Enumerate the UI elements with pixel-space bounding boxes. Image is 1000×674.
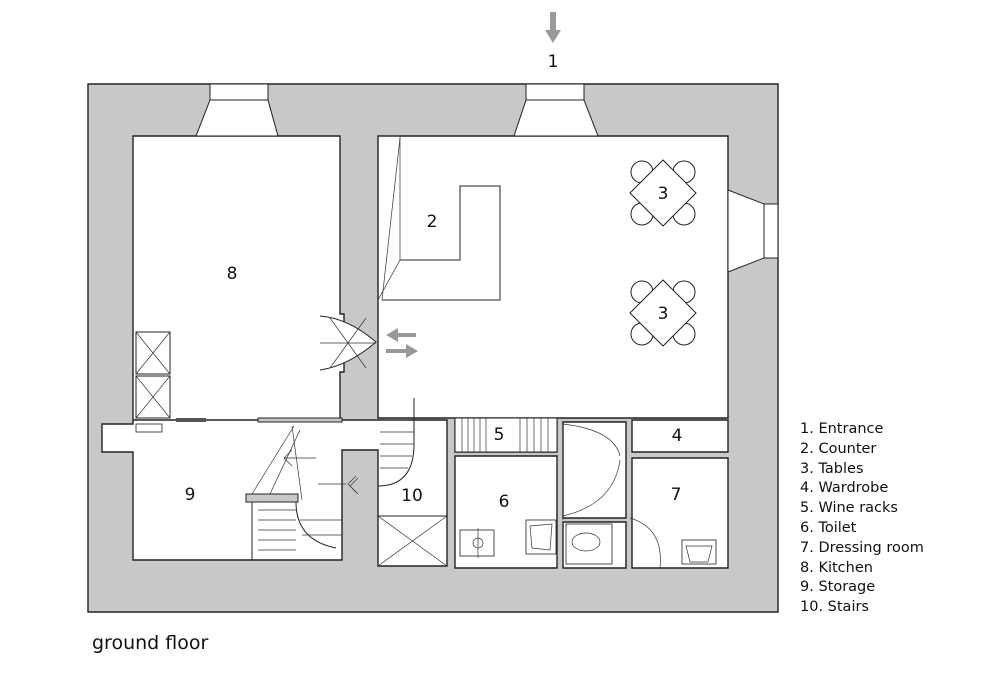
legend-item: 7. Dressing room — [800, 539, 924, 556]
table-group-1 — [629, 159, 697, 227]
legend-item: 5. Wine racks — [800, 500, 898, 517]
room-label-1: 1 — [548, 52, 559, 72]
room-label-4: 4 — [672, 426, 683, 446]
entrance-arrow-icon — [545, 12, 561, 43]
legend-item: 4. Wardrobe — [800, 480, 889, 497]
window-right — [727, 189, 779, 273]
room-label-9: 9 — [185, 485, 196, 505]
legend-item: 8. Kitchen — [800, 559, 873, 576]
traffic-arrows-icon — [386, 328, 418, 358]
room-label-8: 8 — [227, 264, 238, 284]
counter — [377, 135, 501, 301]
wine-rack-slats — [454, 417, 558, 453]
legend-item: 6. Toilet — [800, 519, 857, 536]
main-stairs — [349, 398, 448, 567]
swing-door — [319, 315, 377, 371]
room-label-6: 6 — [499, 492, 510, 512]
toilet-fixtures — [459, 519, 717, 565]
shelf-racks — [135, 331, 171, 419]
legend-item: 10. Stairs — [800, 599, 869, 616]
window-top-left — [195, 83, 279, 137]
corridor-doors — [562, 423, 661, 569]
room-label-10: 10 — [401, 486, 423, 506]
room-label-3b: 3 — [658, 304, 669, 324]
storage-stairs — [245, 425, 357, 560]
wall-mass — [87, 83, 779, 613]
table-group-2 — [629, 279, 697, 347]
room-label-2: 2 — [427, 212, 438, 232]
legend-item: 1. Entrance — [800, 421, 884, 437]
storage-shelf — [135, 423, 163, 433]
room-label-3a: 3 — [658, 184, 669, 204]
kitchen-partition — [176, 417, 343, 423]
plan-caption: ground floor — [92, 632, 209, 654]
legend-item: 9. Storage — [800, 579, 876, 596]
room-label-5: 5 — [494, 425, 505, 445]
legend-item: 2. Counter — [800, 440, 877, 457]
window-top-right — [513, 83, 599, 137]
room-label-7: 7 — [671, 485, 682, 505]
legend: 1. Entrance 2. Counter 3. Tables 4. Ward… — [800, 420, 924, 618]
legend-item: 3. Tables — [800, 460, 864, 477]
